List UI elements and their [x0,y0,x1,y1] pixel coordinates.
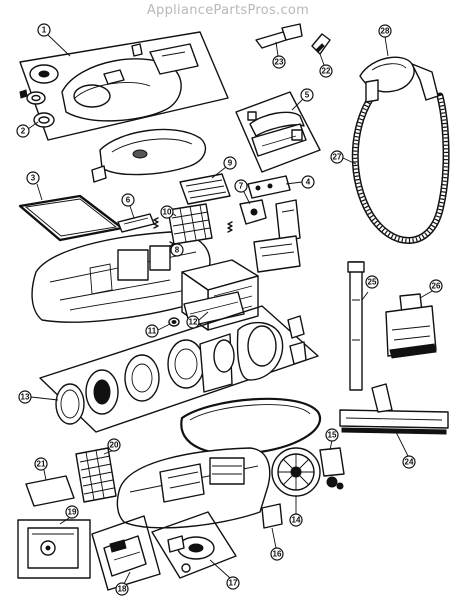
callout-label: 5 [305,91,310,100]
callout-label: 8 [175,246,180,255]
part-27-hose[interactable] [351,92,450,244]
part-17-exhaust-cover[interactable] [151,511,237,579]
part-23-crevice-tool[interactable] [255,23,303,49]
callout-18: 18 [115,582,129,596]
part-6-switch[interactable] [117,213,155,233]
part-16-block[interactable] [261,503,283,529]
callout-21: 21 [34,457,48,471]
part-22-nozzle[interactable] [311,33,331,55]
callout-16: 16 [270,547,284,561]
main-housing[interactable] [31,231,211,323]
part-10-filter-grid[interactable] [167,203,213,245]
callout-26: 26 [429,279,443,293]
base-housing[interactable] [116,447,271,529]
callout-label: 3 [31,174,36,183]
callout-6: 6 [121,193,135,207]
callout-label: 18 [118,585,127,594]
callout-label: 15 [328,431,337,440]
callout-label: 7 [239,182,244,191]
watermark: AppliancePartsPros.com [146,3,310,18]
callout-14: 14 [289,513,303,527]
callout-3: 3 [26,171,40,185]
callout-9: 9 [223,156,237,170]
part-14-fan[interactable] [271,447,321,497]
callout-1: 1 [37,23,51,37]
callout-label: 19 [68,508,77,517]
part-3-gasket[interactable] [18,194,124,242]
callout-25: 25 [365,275,379,289]
callout-label: 11 [148,327,157,336]
callout-11: 11 [145,324,159,338]
callout-label: 27 [333,153,342,162]
part-1-cover-assembly[interactable] [19,31,229,183]
part-25-wand[interactable] [347,261,365,391]
part-28-hose-handle[interactable] [359,56,439,103]
callout-label: 26 [432,282,441,291]
callout-5: 5 [300,88,314,102]
callout-label: 6 [126,196,131,205]
callout-8: 8 [170,243,184,257]
callout-23: 23 [272,55,286,69]
part-19-dust-bag[interactable] [17,519,91,579]
part-2-seals[interactable] [19,64,59,128]
leader-lines [27,34,435,585]
callout-label: 22 [322,67,331,76]
callout-27: 27 [330,150,344,164]
part-9-filter-frame[interactable] [179,173,231,205]
callout-28: 28 [378,24,392,38]
callout-label: 13 [21,393,30,402]
callout-24: 24 [402,455,416,469]
callout-label: 28 [381,27,390,36]
callout-12: 12 [186,315,200,329]
callout-10: 10 [160,205,174,219]
part-4-latch[interactable] [247,175,301,243]
part-26-upholstery-tool[interactable] [385,293,437,359]
callout-label: 17 [229,579,238,588]
part-15-caster[interactable] [319,447,345,490]
part-20-exhaust-grille[interactable] [75,447,117,503]
callout-label: 16 [273,550,282,559]
callout-19: 19 [65,505,79,519]
base-gasket[interactable] [180,397,321,456]
callout-label: 2 [21,127,26,136]
callout-label: 14 [292,516,301,525]
callout-label: 24 [405,458,414,467]
callout-label: 21 [37,460,46,469]
part-7-button[interactable] [239,199,267,225]
callout-label: 1 [42,26,47,35]
callout-20: 20 [107,438,121,452]
callout-17: 17 [226,576,240,590]
callout-15: 15 [325,428,339,442]
part-13-motor-filter-stack[interactable] [39,305,319,433]
callout-label: 20 [110,441,119,450]
part-21-filter-pad[interactable] [25,475,75,507]
callout-4: 4 [301,175,315,189]
part-11-clip[interactable] [168,317,180,327]
part-24-floor-brush[interactable] [339,383,449,435]
callout-label: 25 [368,278,377,287]
callout-label: 12 [189,318,198,327]
callout-label: 23 [275,58,284,67]
callout-label: 10 [163,208,172,217]
callout-7: 7 [234,179,248,193]
callout-label: 9 [228,159,233,168]
callout-label: 4 [306,178,311,187]
part-5-handle-assembly[interactable] [235,91,321,173]
part-18-bag-holder[interactable] [91,515,161,591]
callout-2: 2 [16,124,30,138]
callout-22: 22 [319,64,333,78]
callout-13: 13 [18,390,32,404]
